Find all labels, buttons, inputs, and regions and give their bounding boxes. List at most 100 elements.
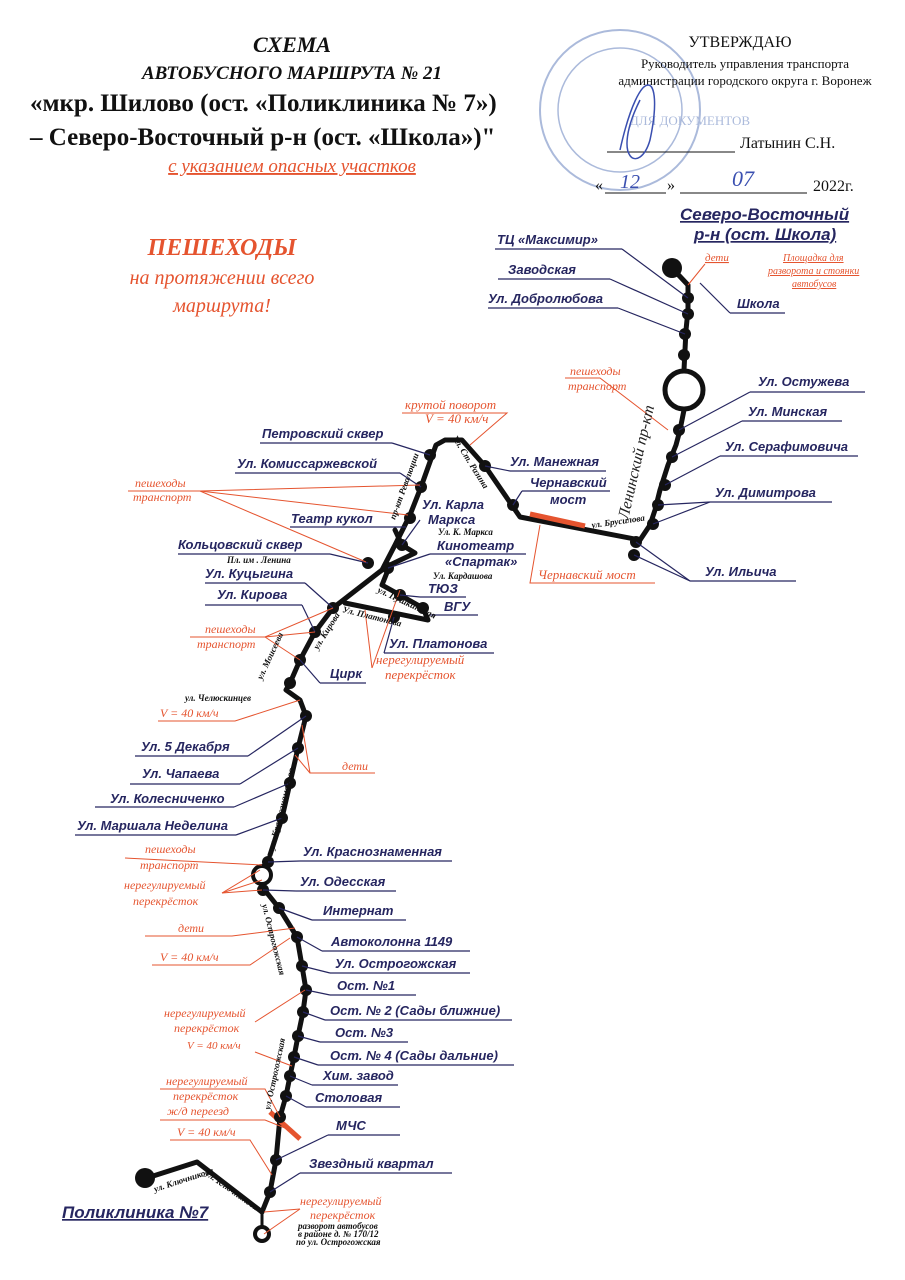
route-line-2: – Северо-Восточный р-н (ост. «Школа»)" bbox=[29, 124, 495, 151]
warning-crossroad: перекрёсток bbox=[174, 1021, 240, 1035]
warning-unregulated: нерегулируемый bbox=[376, 652, 465, 667]
stop-label: Звездный квартал bbox=[309, 1156, 434, 1171]
stop-label: Маркса bbox=[428, 512, 475, 527]
warning-unregulated: нерегулируемый bbox=[164, 1006, 246, 1020]
street-label: Ул. Кардашова bbox=[433, 571, 493, 581]
warning-unregulated: нерегулируемый bbox=[300, 1194, 382, 1208]
stop-label: Ул. Платонова bbox=[389, 636, 487, 651]
stop-label: Ул. Острогожская bbox=[335, 956, 457, 971]
date-quote-close: » bbox=[667, 177, 675, 194]
street-label: Пл. им . Ленина bbox=[226, 555, 291, 565]
terminal-north-2: р-н (ост. Школа) bbox=[693, 225, 837, 244]
stop-label: Ул. Димитрова bbox=[715, 485, 816, 500]
stop-label: Интернат bbox=[323, 903, 394, 918]
stamp-text: ДЛЯ ДОКУМЕНТОВ bbox=[630, 113, 751, 128]
turnaround-note-2: в районе д. № 170/12 bbox=[298, 1229, 379, 1239]
street-label: Ул. К. Маркса bbox=[438, 527, 493, 537]
street-label: ул. Ключникова bbox=[203, 1168, 261, 1213]
terminal-south: Поликлиника №7 bbox=[62, 1203, 210, 1222]
scheme-note: с указанием опасных участков bbox=[168, 156, 416, 177]
stop-label: Ул. Серафимовича bbox=[725, 439, 848, 454]
stop-label: Ул. Краснознаменная bbox=[303, 844, 442, 859]
warning-transport: транспорт bbox=[197, 637, 256, 651]
approver-name: Латынин С.Н. bbox=[740, 135, 835, 152]
stop-label: Ул. Ильича bbox=[705, 564, 777, 579]
stop-label: Ул. Чапаева bbox=[142, 766, 219, 781]
warning-unregulated: нерегулируемый bbox=[124, 878, 206, 892]
warning-crossroad: перекрёсток bbox=[173, 1089, 239, 1103]
pedestrians-heading: ПЕШЕХОДЫ bbox=[147, 235, 298, 261]
warning-railway: ж/д переезд bbox=[167, 1104, 229, 1118]
approve-label: УТВЕРЖДАЮ bbox=[688, 34, 791, 51]
warning-unregulated: нерегулируемый bbox=[166, 1074, 248, 1088]
turnaround-note-1: разворот автобусов bbox=[297, 1221, 378, 1231]
date-month: 07 bbox=[732, 166, 755, 191]
stop-label: «Спартак» bbox=[445, 554, 517, 569]
stop-label: Столовая bbox=[315, 1090, 382, 1105]
stop-label: ТЦ «Максимир» bbox=[497, 232, 598, 247]
stamp: ДЛЯ ДОКУМЕНТОВ bbox=[539, 29, 751, 191]
stop-label: МЧС bbox=[336, 1118, 367, 1133]
stop-label: ВГУ bbox=[444, 599, 471, 614]
warning-speed: V = 40 км/ч bbox=[187, 1040, 241, 1052]
stop-label: Ост. № 2 (Сады ближние) bbox=[330, 1003, 500, 1018]
street-label: ул. Ключникова bbox=[152, 1165, 215, 1194]
site-note-1: Площадка для bbox=[782, 253, 844, 264]
stop-label: Кинотеатр bbox=[437, 538, 514, 553]
stop-label: Школа bbox=[737, 296, 780, 311]
scheme-subtitle: АВТОБУСНОГО МАРШРУТА № 21 bbox=[141, 63, 442, 84]
stop-label: Ост. № 4 (Сады дальние) bbox=[330, 1048, 498, 1063]
bridge-marker bbox=[529, 511, 586, 529]
date-year: 2022г. bbox=[813, 178, 854, 195]
stop-label: Ул. Куцыгина bbox=[205, 566, 293, 581]
warning-crossroad: перекрёсток bbox=[385, 667, 457, 682]
approver-position-2: администрации городского округа г. Ворон… bbox=[618, 73, 872, 88]
stop-label: Ул. Колесниченко bbox=[110, 791, 225, 806]
stop-label: Петровский сквер bbox=[262, 426, 383, 441]
stop-label: Заводская bbox=[508, 262, 576, 277]
stop-label: Ул. Комиссаржевской bbox=[237, 456, 377, 471]
stop-label: Автоколонна 1149 bbox=[330, 934, 453, 949]
stop-label: мост bbox=[550, 492, 587, 507]
warning-crossroad: перекрёсток bbox=[133, 894, 199, 908]
stop-label: Ул. Маршала Неделина bbox=[77, 818, 228, 833]
stop-label: Чернавский bbox=[530, 475, 607, 490]
warning-speed: V = 40 км/ч bbox=[160, 950, 219, 964]
date-quote-open: « bbox=[595, 177, 603, 194]
stop-label: ТЮЗ bbox=[428, 581, 458, 596]
date-day: 12 bbox=[620, 171, 640, 193]
route-line-1: «мкр. Шилово (ост. «Поликлиника № 7») bbox=[30, 90, 497, 117]
site-note-2: разворота и стоянки bbox=[767, 266, 859, 277]
warning-transport: транспорт bbox=[568, 379, 627, 393]
warning-transport: транспорт bbox=[133, 490, 192, 504]
stop-label: Хим. завод bbox=[322, 1068, 394, 1083]
stop-label: Ост. №3 bbox=[335, 1025, 394, 1040]
stop-label: Кольцовский сквер bbox=[178, 537, 303, 552]
stop-label: Ул. Добролюбова bbox=[488, 291, 603, 306]
stop-label: Ул. Кирова bbox=[217, 587, 287, 602]
turnaround-note-3: по ул. Острогожская bbox=[296, 1237, 381, 1247]
street-label: ул. Моисеева bbox=[254, 630, 285, 681]
warning-pedestrians: пешеходы bbox=[205, 622, 256, 636]
terminal-north-1: Северо-Восточный bbox=[680, 205, 850, 224]
warning-crossroad: перекрёсток bbox=[310, 1208, 376, 1222]
stop-label: Ост. №1 bbox=[337, 978, 395, 993]
signature bbox=[619, 84, 656, 160]
stop-label: Ул. Остужева bbox=[758, 374, 849, 389]
hazard-labels: крутой поворот V = 40 км/ч пешеходы тран… bbox=[124, 252, 859, 1247]
warning-pedestrians: пешеходы bbox=[570, 364, 621, 378]
warning-pedestrians: пешеходы bbox=[145, 842, 196, 856]
site-note-3: автобусов bbox=[792, 279, 837, 290]
warning-pedestrians: пешеходы bbox=[135, 476, 186, 490]
warning-speed: V = 40 км/ч bbox=[177, 1125, 236, 1139]
stop-label: Ул. 5 Декабря bbox=[141, 739, 230, 754]
pedestrians-text-2: маршрута! bbox=[172, 295, 271, 317]
warning-children: дети bbox=[342, 759, 368, 773]
stop-label: Ул. Манежная bbox=[510, 454, 599, 469]
warning-sharp-turn: крутой поворот bbox=[405, 397, 496, 412]
street-label: ул. Краснознаменная bbox=[266, 767, 296, 852]
pedestrians-text-1: на протяжении всего bbox=[130, 267, 315, 289]
warning-children: дети bbox=[705, 252, 729, 264]
approver-position-1: Руководитель управления транспорта bbox=[641, 56, 849, 71]
scheme-title: СХЕМА bbox=[253, 32, 331, 57]
